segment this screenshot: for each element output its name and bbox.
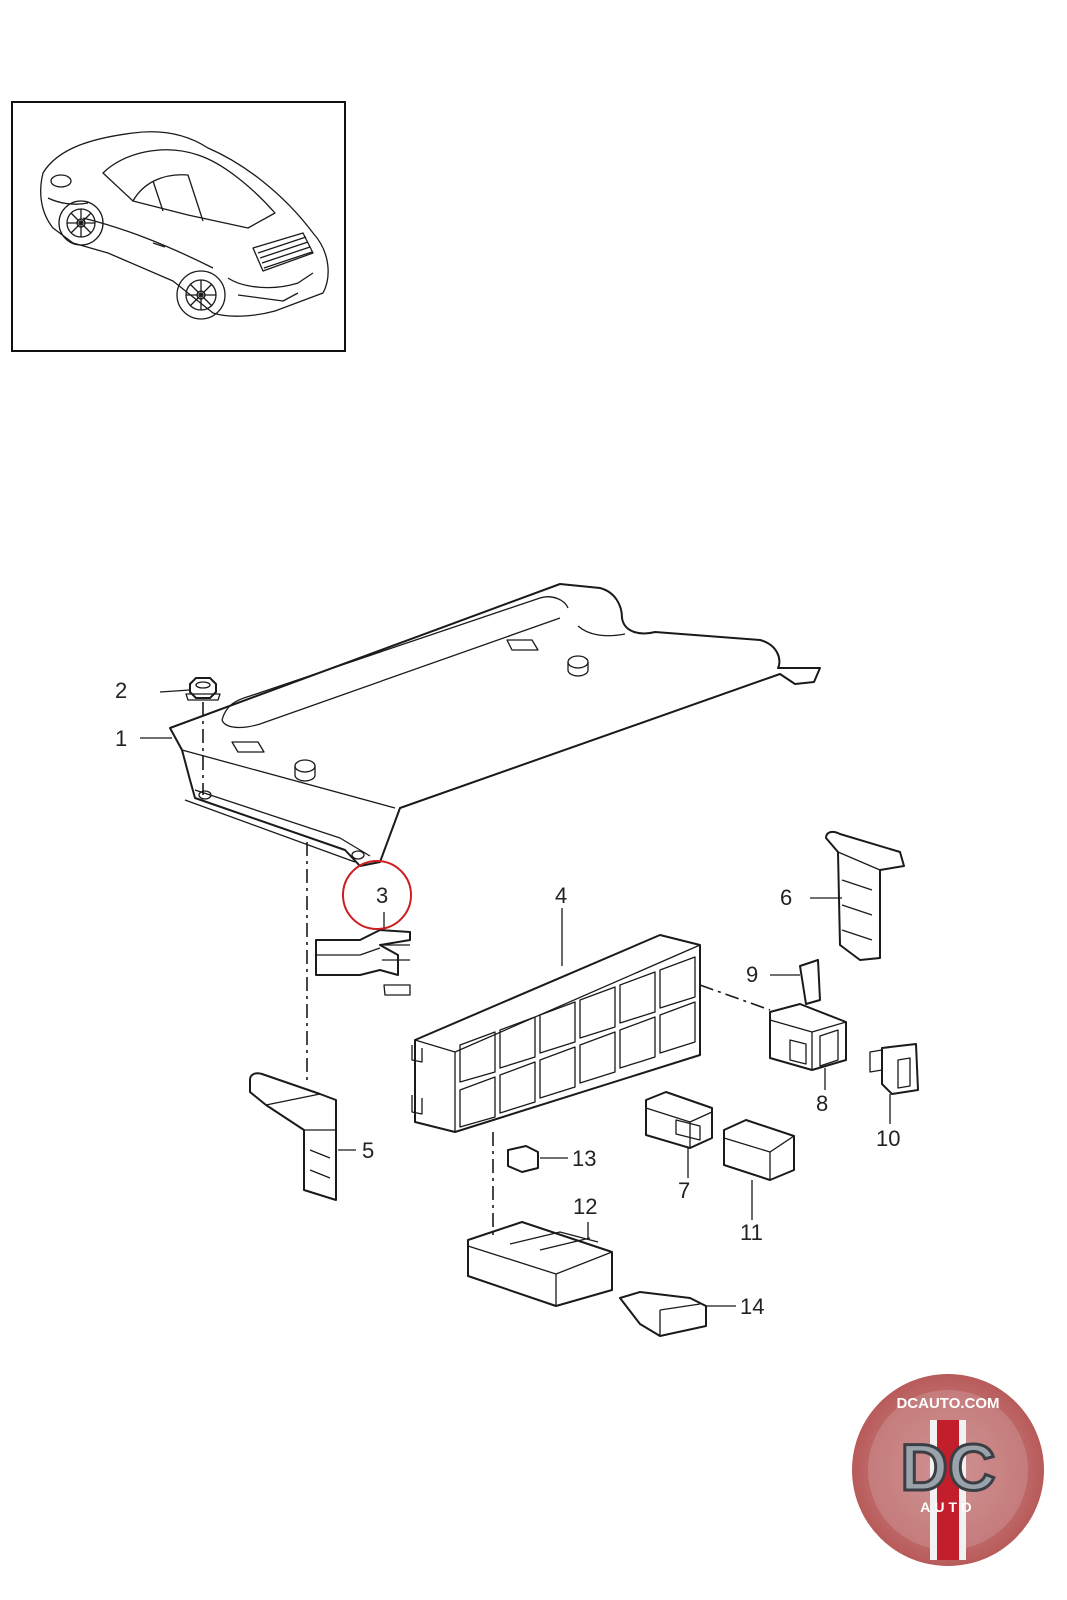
car-thumbnail-icon (40, 131, 329, 320)
callout-8[interactable]: 8 (816, 1091, 829, 1116)
callout-1[interactable]: 1 (115, 726, 128, 751)
callout-5[interactable]: 5 (362, 1138, 375, 1163)
part-6-cover (825, 830, 905, 961)
part-10-fuse-holder (869, 1043, 919, 1095)
part-7-relay (645, 1091, 713, 1149)
callout-4[interactable]: 4 (555, 883, 568, 908)
part-4-relay-carrier (411, 934, 701, 1133)
callout-7[interactable]: 7 (678, 1178, 691, 1203)
highlight-circle (342, 860, 412, 930)
part-13-terminal (507, 1145, 539, 1173)
logo-letters: DC (900, 1430, 995, 1504)
callout-2[interactable]: 2 (115, 678, 128, 703)
part-2-nut (185, 677, 221, 701)
part-9-fuse (799, 959, 821, 1005)
callout-3[interactable]: 3 (376, 883, 389, 908)
part-8-socket (769, 1003, 847, 1071)
part-14-fuse (619, 1291, 707, 1337)
part-11-relay (723, 1119, 795, 1181)
part-5-clip (249, 1072, 337, 1201)
dcauto-logo-icon: DCAUTO.COM DC AUTO (852, 1374, 1044, 1566)
leader-lines (140, 689, 891, 1307)
part-3-bracket (315, 929, 411, 996)
callout-12[interactable]: 12 (573, 1194, 598, 1219)
vehicle-thumbnail (11, 101, 346, 352)
part-1-mounting-plate (169, 583, 821, 867)
callout-11[interactable]: 11 (740, 1220, 763, 1245)
callout-9[interactable]: 9 (746, 962, 759, 987)
logo-sub-text: AUTO (920, 1499, 975, 1515)
callout-14[interactable]: 14 (740, 1294, 765, 1319)
part-12-relay-base (467, 1221, 613, 1307)
logo-top-text: DCAUTO.COM (896, 1395, 999, 1412)
callout-10[interactable]: 10 (876, 1126, 901, 1151)
callout-13[interactable]: 13 (572, 1146, 597, 1171)
callout-6[interactable]: 6 (780, 885, 793, 910)
